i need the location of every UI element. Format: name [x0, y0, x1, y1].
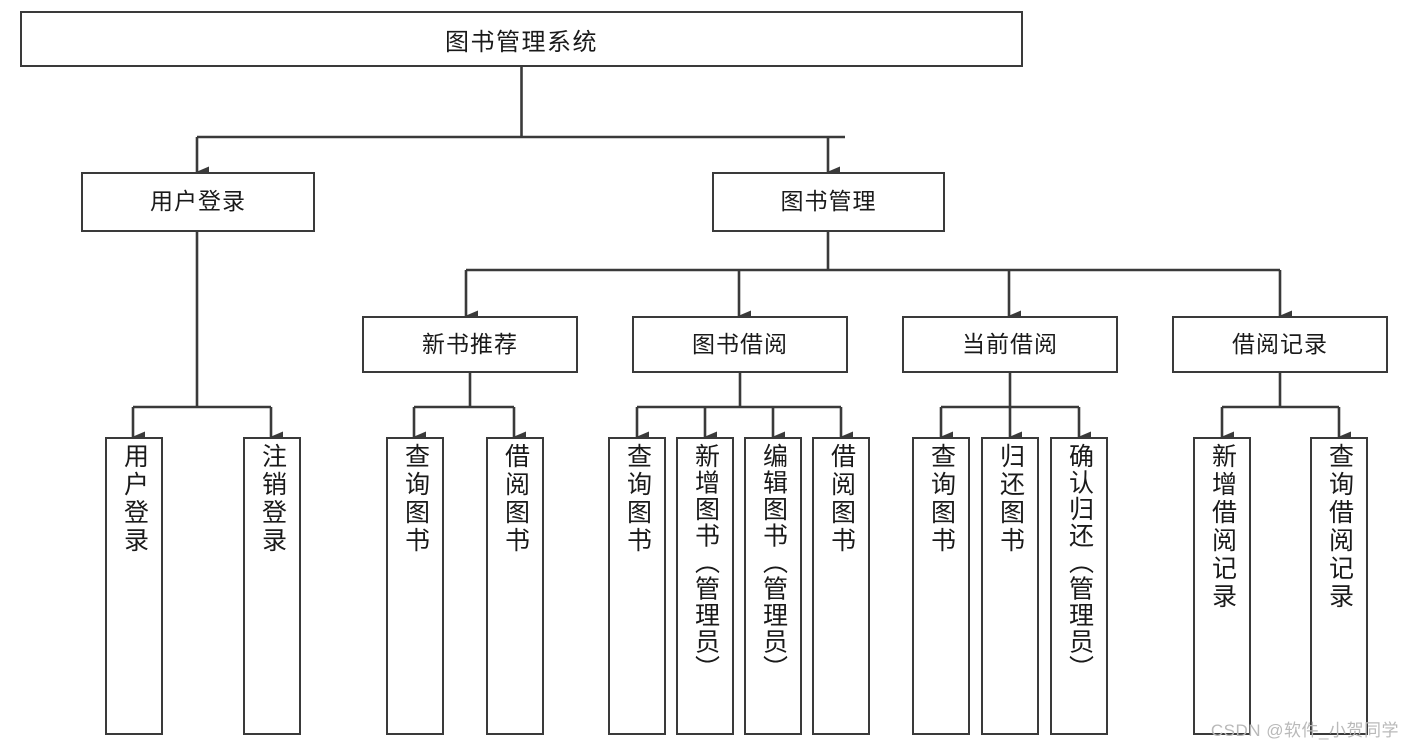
leaf-add-book[interactable]: 新增图书（管理员）: [676, 437, 734, 735]
node-label: 借阅图书: [501, 443, 530, 555]
node-label: 用户登录: [120, 443, 149, 555]
node-root-system[interactable]: 图书管理系统: [20, 11, 1023, 67]
node-current-borrow[interactable]: 当前借阅: [902, 316, 1118, 373]
leaf-return-book[interactable]: 归还图书: [981, 437, 1039, 735]
node-label: 图书管理: [780, 188, 877, 215]
node-label: 图书借阅: [692, 330, 788, 357]
node-borrow-record[interactable]: 借阅记录: [1172, 316, 1388, 373]
node-label: 查询图书: [401, 443, 430, 555]
csdn-watermark: CSDN @软件_小贺同学: [1210, 721, 1399, 740]
leaf-confirm-return[interactable]: 确认归还（管理员）: [1050, 437, 1108, 735]
node-label: 新书推荐: [422, 330, 518, 357]
node-label: 新增图书（管理员）: [691, 443, 720, 682]
node-user-login[interactable]: 用户登录: [81, 172, 315, 232]
leaf-edit-book[interactable]: 编辑图书（管理员）: [744, 437, 802, 735]
leaf-borrow-book-1[interactable]: 借阅图书: [486, 437, 544, 735]
leaf-query-book-3[interactable]: 查询图书: [912, 437, 970, 735]
node-label: 当前借阅: [962, 330, 1058, 357]
node-label: 确认归还（管理员）: [1065, 443, 1094, 682]
node-label: 借阅记录: [1232, 330, 1328, 357]
leaf-borrow-book-2[interactable]: 借阅图书: [812, 437, 870, 735]
node-label: 用户登录: [150, 188, 246, 215]
leaf-user-login[interactable]: 用户登录: [105, 437, 163, 735]
node-label: 查询图书: [623, 443, 652, 555]
leaf-query-book-1[interactable]: 查询图书: [386, 437, 444, 735]
leaf-add-record[interactable]: 新增借阅记录: [1193, 437, 1251, 735]
node-book-borrow[interactable]: 图书借阅: [632, 316, 848, 373]
leaf-query-book-2[interactable]: 查询图书: [608, 437, 666, 735]
node-label: 注销登录: [258, 443, 287, 555]
node-label: 查询图书: [927, 443, 956, 555]
node-label: 归还图书: [996, 443, 1025, 555]
node-new-book-rec[interactable]: 新书推荐: [362, 316, 578, 373]
leaf-logout-login[interactable]: 注销登录: [243, 437, 301, 735]
node-label: 图书管理系统: [445, 28, 598, 56]
node-label: 查询借阅记录: [1325, 443, 1354, 611]
node-label: 新增借阅记录: [1208, 443, 1237, 611]
node-label: 借阅图书: [827, 443, 856, 555]
node-book-manage[interactable]: 图书管理: [712, 172, 945, 232]
leaf-query-record[interactable]: 查询借阅记录: [1310, 437, 1368, 735]
node-label: 编辑图书（管理员）: [759, 443, 788, 682]
